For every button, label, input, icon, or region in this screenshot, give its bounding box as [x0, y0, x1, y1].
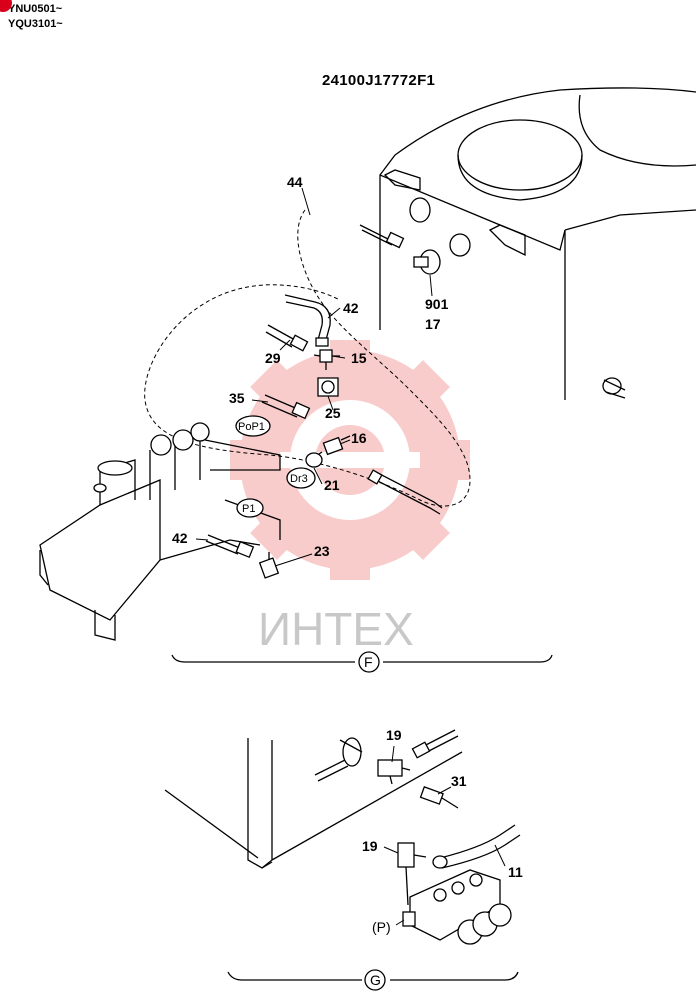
serial-range-1: YNU0501~ — [8, 3, 63, 15]
view-marker-g: G — [227, 969, 519, 991]
upper-pipe — [411, 729, 459, 759]
watermark-gear-icon — [230, 340, 470, 580]
callout-11: 11 — [508, 864, 523, 880]
serial-range-2: YQU3101~ — [8, 18, 63, 30]
callout-16: 16 — [351, 430, 367, 446]
tee-19-upper — [377, 759, 411, 785]
left-hose-assembly — [314, 737, 363, 782]
callout-31: 31 — [451, 773, 467, 789]
callout-19-upper: 19 — [386, 727, 402, 743]
callout-42-upper: 42 — [343, 300, 359, 316]
callout-15: 15 — [351, 350, 367, 366]
leader-lines-f — [195, 187, 433, 567]
fitting-31 — [419, 786, 459, 809]
tee-19-lower — [397, 842, 427, 906]
hose-44 — [359, 224, 405, 249]
port-label-dr3: Dr3 — [286, 467, 316, 489]
hose-29 — [265, 324, 309, 352]
callout-25: 25 — [325, 405, 341, 421]
fitting-901 — [413, 249, 441, 275]
port-label-p1: P1 — [236, 498, 264, 518]
marker-dot-icon — [0, 0, 12, 12]
callout-42-lower: 42 — [172, 530, 188, 546]
callout-44: 44 — [287, 174, 303, 190]
port-label-pop1: PoP1 — [235, 415, 271, 437]
view-label-g: G — [370, 972, 381, 988]
frame-structure — [164, 738, 463, 869]
svg-text:Dr3: Dr3 — [290, 473, 308, 485]
hydraulic-tank — [379, 87, 696, 400]
watermark-text: ИНТЕХ — [258, 603, 414, 655]
pilot-pump-block — [402, 869, 512, 945]
callout-17: 17 — [425, 316, 441, 332]
tank-side-fitting-icon — [602, 377, 626, 399]
leader-lines-g — [383, 745, 506, 926]
hose-42-upper — [284, 294, 331, 347]
hose-routing-outline — [144, 209, 471, 507]
port-label-p: (P) — [372, 919, 391, 935]
view-label-f: F — [364, 654, 373, 670]
fitting-21 — [305, 452, 323, 468]
hose-42-lower — [205, 534, 255, 559]
svg-text:P1: P1 — [242, 503, 255, 515]
hose-drain — [367, 469, 443, 515]
hose-11 — [432, 824, 521, 869]
fitting-25 — [317, 377, 339, 397]
callout-19-lower: 19 — [362, 838, 378, 854]
hose-35 — [261, 394, 311, 420]
callout-901: 901 — [425, 296, 449, 312]
callout-23: 23 — [314, 543, 330, 559]
view-marker-f: F — [171, 651, 553, 673]
callout-21: 21 — [324, 477, 340, 493]
callout-29: 29 — [265, 350, 281, 366]
drawing-number: 24100J17772F1 — [322, 72, 436, 89]
svg-text:PoP1: PoP1 — [238, 421, 265, 433]
callout-35: 35 — [229, 390, 245, 406]
